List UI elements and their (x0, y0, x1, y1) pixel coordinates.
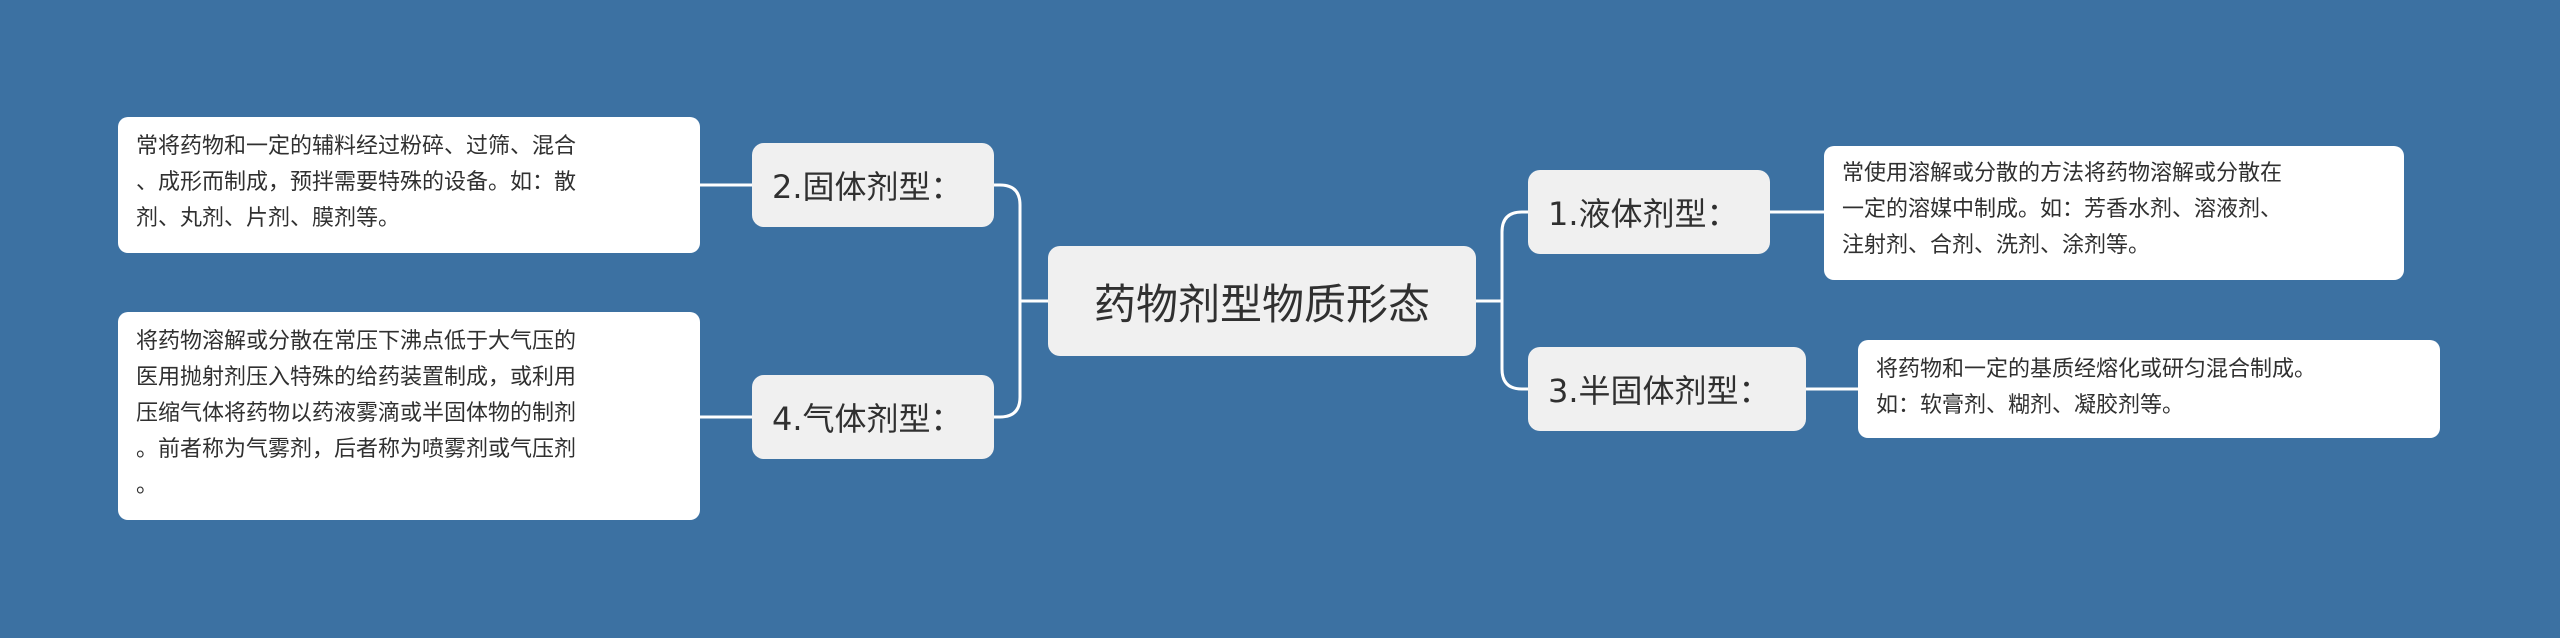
leaf-gas-line-3: 压缩气体将药物以药液雾滴或半固体物的制剂 (136, 401, 577, 426)
leaf-liquid-description[interactable]: 常使用溶解或分散的方法将药物溶解或分散在 一定的溶媒中制成。如：芳香水剂、溶液剂… (1824, 146, 2404, 280)
leaf-gas-line-2: 医用抛射剂压入特殊的给药装置制成，或利用 (136, 365, 577, 390)
leaf-solid-line-1: 常将药物和一定的辅料经过粉碎、过筛、混合 (136, 134, 577, 159)
branch-liquid-dosage[interactable]: 1.液体剂型： (1528, 170, 1770, 254)
leaf-liquid-line-1: 常使用溶解或分散的方法将药物溶解或分散在 (1842, 161, 2283, 186)
branch-solid-label: 2.固体剂型： (772, 168, 963, 206)
branch-gas-label: 4.气体剂型： (772, 400, 963, 438)
connector-root-to-liquid (1474, 210, 1530, 303)
leaf-gas-line-5: 。 (136, 473, 159, 498)
root-node[interactable]: 药物剂型物质形态 (1048, 246, 1476, 356)
branch-semisolid-dosage[interactable]: 3.半固体剂型： (1528, 347, 1806, 431)
branch-liquid-label: 1.液体剂型： (1548, 195, 1739, 233)
leaf-liquid-line-2: 一定的溶媒中制成。如：芳香水剂、溶液剂、 (1842, 197, 2283, 222)
leaf-semisolid-line-2: 如：软膏剂、糊剂、凝胶剂等。 (1876, 393, 2185, 418)
root-title: 药物剂型物质形态 (1093, 279, 1430, 329)
leaf-semisolid-description[interactable]: 将药物和一定的基质经熔化或研匀混合制成。 如：软膏剂、糊剂、凝胶剂等。 (1858, 340, 2440, 438)
branch-gas-dosage[interactable]: 4.气体剂型： (752, 375, 994, 459)
leaf-gas-line-4: 。前者称为气雾剂，后者称为喷雾剂或气压剂 (136, 437, 577, 462)
leaf-liquid-line-3: 注射剂、合剂、洗剂、涂剂等。 (1842, 233, 2151, 258)
leaf-gas-line-1: 将药物溶解或分散在常压下沸点低于大气压的 (136, 329, 577, 354)
branch-solid-dosage[interactable]: 2.固体剂型： (752, 143, 994, 227)
leaf-gas-description[interactable]: 将药物溶解或分散在常压下沸点低于大气压的 医用抛射剂压入特殊的给药装置制成，或利… (118, 312, 700, 520)
branch-semisolid-label: 3.半固体剂型： (1548, 372, 1771, 410)
connector-root-to-gas (992, 299, 1022, 419)
leaf-solid-description[interactable]: 常将药物和一定的辅料经过粉碎、过筛、混合 、成形而制成，预拌需要特殊的设备。如：… (118, 117, 700, 253)
leaf-semisolid-line-1: 将药物和一定的基质经熔化或研匀混合制成。 (1876, 357, 2317, 382)
connector-root-to-solid (992, 183, 1050, 303)
leaf-solid-line-2: 、成形而制成，预拌需要特殊的设备。如：散 (136, 170, 577, 195)
connector-root-to-semisolid (1500, 299, 1530, 391)
leaf-solid-line-3: 剂、丸剂、片剂、膜剂等。 (136, 206, 401, 231)
